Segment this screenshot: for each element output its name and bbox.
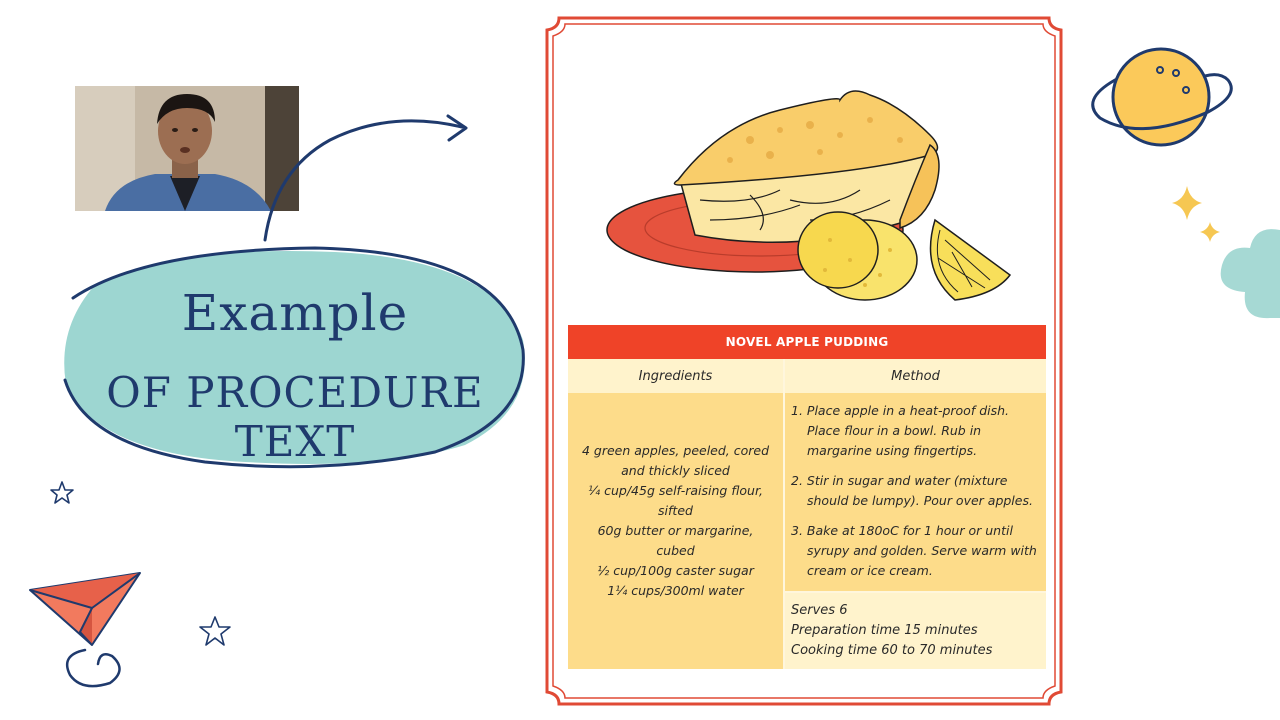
ingredients-cell: 4 green apples, peeled, cored and thickl… [568, 393, 785, 669]
arrow-doodle-icon [263, 114, 468, 242]
prep-time-text: Preparation time 15 minutes [791, 623, 978, 638]
method-cell: 1. Place apple in a heat-proof dish. Pla… [784, 393, 1046, 592]
ingredient-line: and thickly sliced [621, 463, 730, 478]
method-step: 3. Bake at 180oC for 1 hour or until syr… [791, 523, 1037, 578]
recipe-title: NOVEL APPLE PUDDING [568, 325, 1046, 359]
serves-text: Serves 6 [791, 603, 848, 618]
presenter-webcam [75, 86, 299, 211]
method-header: Method [784, 359, 1046, 393]
ingredient-line: cubed [656, 543, 695, 558]
presenter-video-frame [75, 86, 299, 211]
cook-time-text: Cooking time 60 to 70 minutes [791, 643, 993, 658]
method-steps: 1. Place apple in a heat-proof dish. Pla… [785, 401, 1046, 581]
serving-info-cell: Serves 6 Preparation time 15 minutes Coo… [784, 591, 1046, 669]
apple-pie-illustration [606, 90, 1012, 301]
ingredient-line: 4 green apples, peeled, cored [581, 443, 770, 458]
method-step: 1. Place apple in a heat-proof dish. Pla… [791, 403, 1010, 458]
method-step: 2. Stir in sugar and water (mixture shou… [791, 473, 1033, 508]
slide-title-line-2: of procedure text [106, 368, 484, 466]
ingredient-line: ¼ cup/45g self-raising flour, [588, 483, 763, 498]
star-doodle-icon [199, 616, 231, 646]
ingredient-line: 60g butter or margarine, [597, 523, 754, 538]
paper-plane-icon [29, 572, 141, 688]
title-bubble: Example of procedure text [55, 240, 535, 480]
ingredients-list: 4 green apples, peeled, cored and thickl… [568, 441, 783, 601]
slide-title-line-1: Example [181, 284, 409, 342]
sparkle-icon [1172, 186, 1220, 242]
ingredient-line: 1¼ cups/300ml water [607, 583, 744, 598]
planet-icon [1091, 47, 1233, 147]
bubble-shape [63, 246, 525, 469]
cloud-icon [1220, 229, 1280, 319]
star-doodle-icon [50, 481, 74, 504]
recipe-table: NOVEL APPLE PUDDING Ingredients Method 4… [568, 325, 1046, 669]
ingredient-line: ½ cup/100g caster sugar [597, 563, 754, 578]
ingredients-header: Ingredients [568, 359, 785, 393]
recipe-frame [545, 16, 1063, 706]
ingredient-line: sifted [658, 503, 693, 518]
